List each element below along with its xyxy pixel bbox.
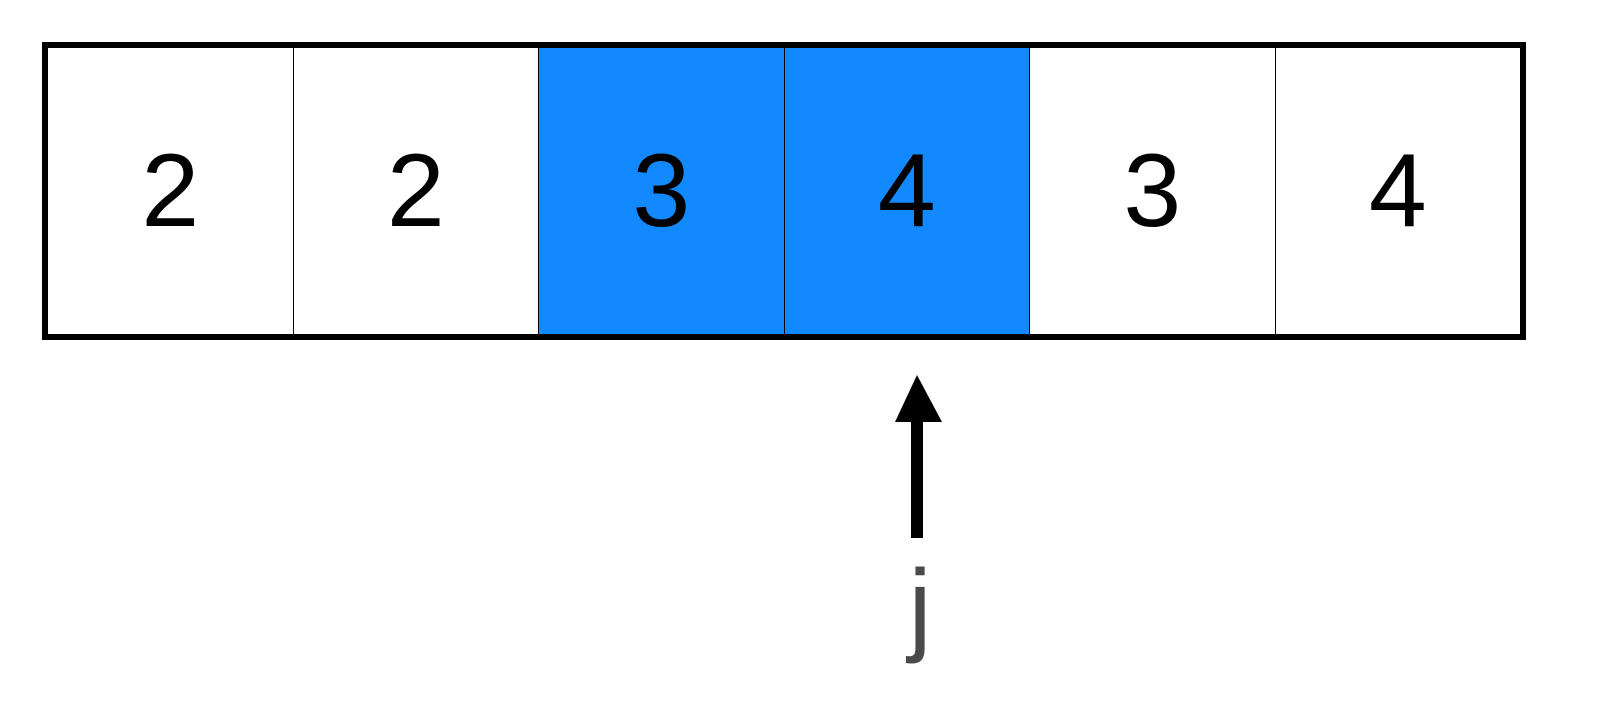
array-cell: 2	[48, 48, 294, 334]
array-cell: 2	[293, 48, 539, 334]
array-cell: 3	[1030, 48, 1276, 334]
array-cell: 4	[1275, 48, 1520, 334]
arrow-shaft	[911, 420, 923, 538]
arrow-head	[895, 375, 942, 422]
pointer-label: j	[908, 549, 932, 665]
arrow-up-icon	[895, 375, 942, 538]
array-cell: 3	[539, 48, 785, 334]
array-cell: 4	[784, 48, 1030, 334]
array-row: 2 2 3 4 3 4	[42, 42, 1526, 340]
